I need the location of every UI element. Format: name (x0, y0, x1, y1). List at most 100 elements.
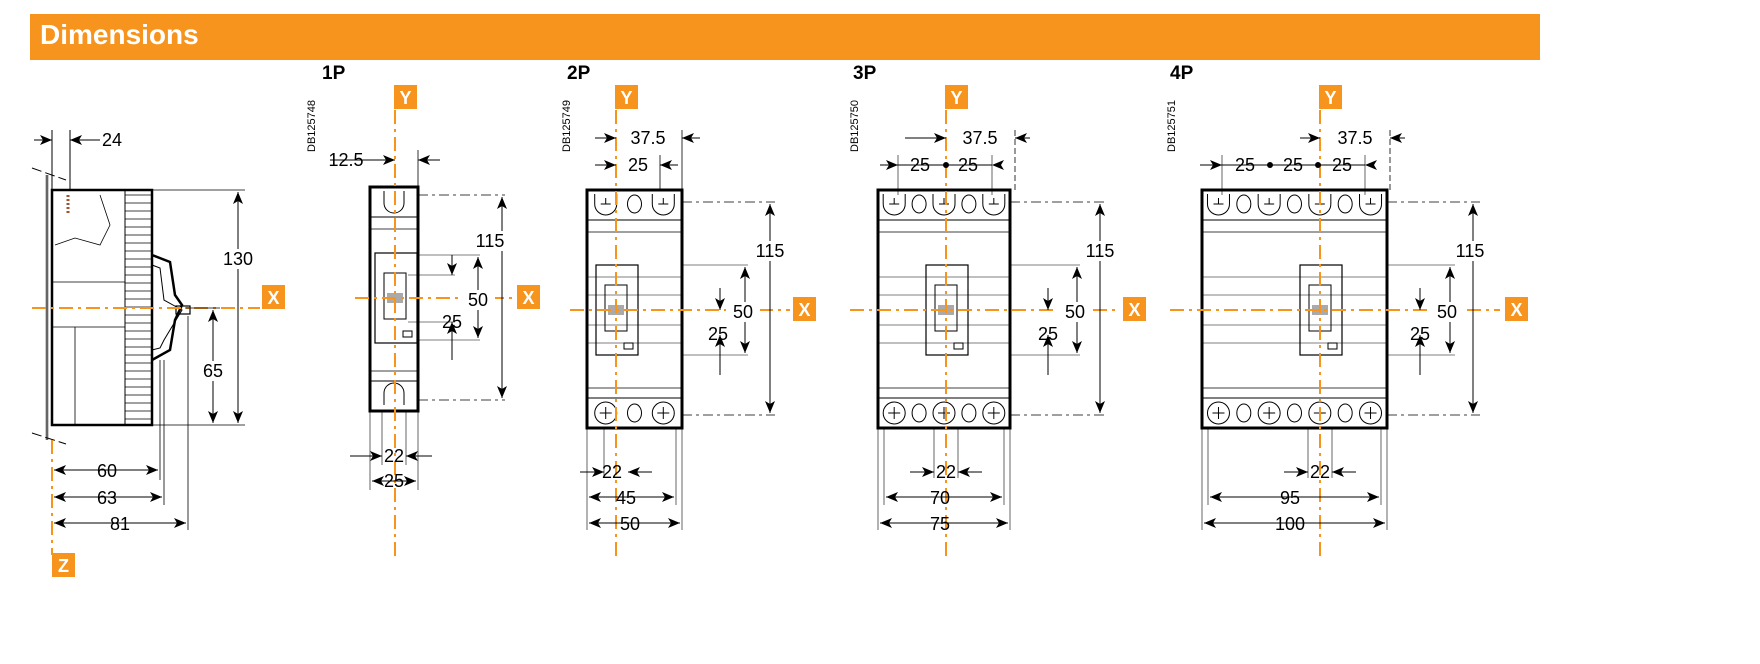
dimension-arrow-icon (1332, 467, 1344, 477)
dimension-arrow-icon (406, 451, 418, 461)
dimension-label: 115 (476, 231, 505, 251)
terminal-hole-icon (1236, 194, 1252, 214)
dimension-label: 22 (936, 462, 956, 482)
terminal-screw-icon (1359, 194, 1383, 216)
dimension-label: 65 (203, 361, 223, 381)
drawing-code: DB125751 (1166, 100, 1178, 152)
drawing-code: DB125750 (849, 100, 861, 152)
dimension-arrow-icon (1308, 133, 1320, 143)
axis-x-label: X (522, 288, 534, 308)
dimension-label: 22 (1310, 462, 1330, 482)
label-bg (726, 302, 760, 322)
section-header: Dimensions (30, 14, 1540, 60)
dimension-label: 60 (97, 461, 117, 481)
dimension-label: 50 (1065, 302, 1085, 322)
dimension-arrow-icon (592, 467, 604, 477)
dimension-dot (943, 162, 949, 168)
status-window (402, 330, 413, 338)
dimension-arrow-icon (1445, 267, 1455, 279)
dimension-arrow-icon (765, 204, 775, 216)
dimension-label: 22 (384, 446, 404, 466)
terminal-screw-icon (1206, 401, 1230, 425)
label-bg (461, 290, 495, 310)
dimension-arrow-icon (383, 155, 395, 165)
status-window (623, 342, 634, 350)
terminal-screw-icon (932, 194, 956, 216)
dimension-arrow-icon (1072, 267, 1082, 279)
dimension-label: 25 (384, 471, 404, 491)
axis-y-label-box (615, 85, 638, 109)
axis-x-label: X (267, 288, 279, 308)
terminal-hole-icon (1337, 194, 1353, 214)
terminal-hole-icon (1287, 194, 1302, 214)
dimension-arrow-icon (682, 133, 694, 143)
dimension-arrow-icon (886, 160, 898, 170)
axis-x-label: X (1510, 300, 1522, 320)
dimension-arrow-icon (233, 192, 243, 204)
dimension-arrow-icon (715, 335, 725, 347)
terminal-hole-icon (1287, 403, 1302, 423)
dimension-label: 50 (1437, 302, 1457, 322)
axis-x-label-box (517, 285, 540, 309)
terminal-hole-icon (911, 403, 927, 423)
dimension-arrow-icon (40, 135, 52, 145)
terminal-hole-icon (911, 194, 927, 214)
terminal-hole-icon (627, 194, 642, 214)
dimension-label: 100 (1275, 514, 1305, 534)
dimension-label: 37.5 (962, 128, 997, 148)
dimension-label: 115 (756, 241, 785, 261)
terminal-screw-icon (1308, 194, 1332, 216)
dimension-arrow-icon (370, 451, 382, 461)
terminal-hole-icon (1337, 403, 1353, 423)
terminal-hole-icon (1236, 403, 1252, 423)
dimension-arrow-icon (447, 322, 457, 334)
terminal-screw-icon (1206, 194, 1230, 216)
terminal-hole-icon (961, 403, 977, 423)
dimension-label: 115 (1086, 241, 1115, 261)
axis-z-label: Z (58, 556, 69, 576)
dimension-arrow-icon (628, 467, 640, 477)
terminal-hole-icon (627, 403, 642, 423)
terminal-screw-icon (1359, 401, 1383, 425)
dimension-arrow-icon (54, 492, 66, 502)
dimension-label: 22 (602, 462, 622, 482)
dimension-arrow-icon (54, 518, 66, 528)
dimension-label: 25 (1038, 324, 1058, 344)
label-bg (196, 361, 230, 381)
axis-z-label-box (52, 553, 75, 577)
dimension-arrow-icon (1468, 204, 1478, 216)
dimension-dot (1267, 162, 1273, 168)
dimension-dot (1315, 162, 1321, 168)
axis-x-label-box (1123, 297, 1146, 321)
label-bg (753, 241, 787, 261)
dimension-arrow-icon (992, 160, 1004, 170)
dimension-arrow-icon (473, 326, 483, 338)
dimension-label: 37.5 (630, 128, 665, 148)
dimension-arrow-icon (1210, 160, 1222, 170)
terminal-screw-icon (982, 401, 1006, 425)
dimension-label: 25 (910, 155, 930, 175)
dimension-label: 25 (1283, 155, 1303, 175)
status-window (953, 342, 964, 350)
dimension-arrow-icon (996, 518, 1008, 528)
dimension-label: 50 (620, 514, 640, 534)
axis-x-label-box (262, 285, 285, 309)
dimension-label: 25 (1235, 155, 1255, 175)
dimension-label: 25 (1332, 155, 1352, 175)
terminal-screw-icon (1257, 401, 1281, 425)
dimension-arrow-icon (1095, 204, 1105, 216)
dimension-arrow-icon (208, 310, 218, 322)
dimension-arrow-icon (233, 411, 243, 423)
dimension-arrow-icon (589, 492, 601, 502)
dimension-arrow-icon (604, 133, 616, 143)
dimension-arrow-icon (880, 518, 892, 528)
dimension-arrow-icon (1015, 133, 1027, 143)
drawing-code: DB125749 (561, 100, 573, 152)
dimension-label: 25 (1410, 324, 1430, 344)
dimension-arrow-icon (1415, 335, 1425, 347)
dimension-label: 25 (628, 155, 648, 175)
dimension-arrow-icon (589, 518, 601, 528)
dimension-label: 70 (930, 488, 950, 508)
dimension-label: 24 (102, 130, 122, 150)
dimension-arrow-icon (660, 160, 672, 170)
